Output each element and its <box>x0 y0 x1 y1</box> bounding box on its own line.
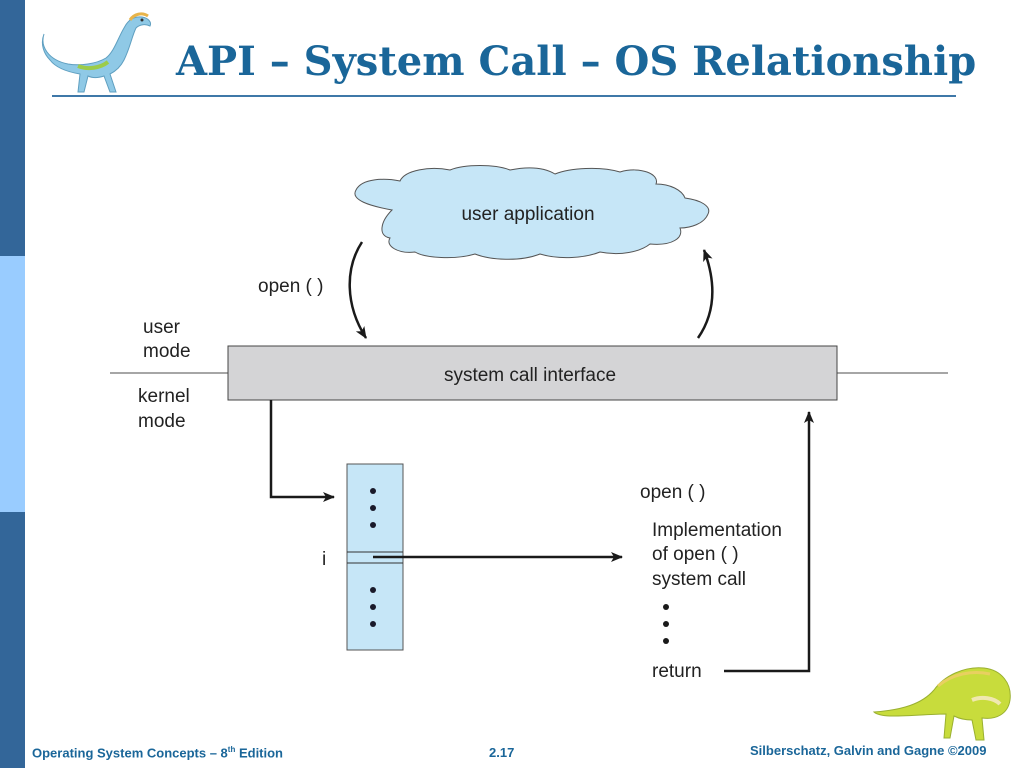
dinosaur-icon <box>872 667 1011 741</box>
system-call-interface-label: system call interface <box>444 365 616 386</box>
footer-course-prefix: Operating System Concepts – 8 <box>32 745 228 761</box>
sidebar-light-middle <box>0 256 25 512</box>
table-ellipsis-bottom <box>370 587 376 627</box>
impl-ellipsis <box>663 604 669 644</box>
return-label: return <box>652 661 702 682</box>
kernel-mode-label-line1: kernel <box>138 386 190 407</box>
kernel-mode-label-line2: mode <box>138 411 186 432</box>
impl-line-2: of open ( ) <box>652 544 739 565</box>
sidebar-dark-bottom <box>0 512 25 768</box>
user-mode-label-line1: user <box>143 317 181 338</box>
sidebar-dark-top <box>0 0 25 256</box>
user-mode-label-line2: mode <box>143 341 191 362</box>
return-arrow <box>724 411 814 673</box>
footer-page-number: 2.17 <box>489 745 515 760</box>
table-ellipsis-top <box>370 488 376 528</box>
open-call-label: open ( ) <box>258 276 323 297</box>
title-divider <box>52 95 956 97</box>
footer-course-suffix: Edition <box>235 745 284 761</box>
user-application-cloud <box>354 165 710 260</box>
dinosaur-icon <box>41 12 151 93</box>
slide-title: API – System Call – OS Relationship <box>176 38 977 85</box>
dispatch-arrow <box>269 400 335 502</box>
open-call-arrow <box>348 241 368 339</box>
impl-line-3: system call <box>652 569 746 590</box>
user-application-label: user application <box>461 204 594 225</box>
footer-course-title: Operating System Concepts – 8th Edition <box>32 745 283 760</box>
impl-open-label: open ( ) <box>640 482 705 503</box>
table-index-label: i <box>322 549 326 570</box>
footer-course-sup: th <box>227 745 236 754</box>
system-call-interface-box <box>227 345 838 401</box>
footer-authors: Silberschatz, Galvin and Gagne ©2009 <box>750 743 987 758</box>
impl-line-1: Implementation <box>652 520 782 541</box>
return-to-app-arrow <box>696 249 714 339</box>
